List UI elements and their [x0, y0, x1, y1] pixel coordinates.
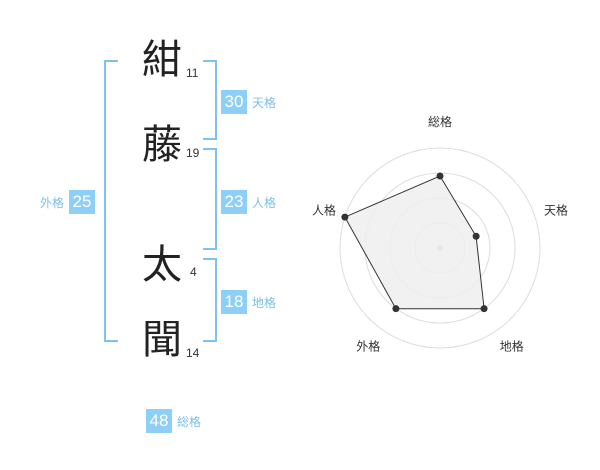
gaikaku-bracket [104, 60, 118, 342]
gaikaku-score: 外格 25 [40, 190, 96, 214]
tenkaku-value: 30 [221, 90, 247, 114]
tenkaku-score: 30 天格 [221, 90, 276, 114]
soukaku-value: 48 [146, 409, 172, 433]
soukaku-label: 総格 [177, 414, 202, 429]
gaikaku-label: 外格 [40, 195, 65, 210]
name-char-4: 聞 [142, 317, 182, 363]
chikaku-label: 地格 [252, 295, 277, 310]
radar-axis-label: 人格 [312, 202, 336, 217]
stroke-count-4: 14 [186, 346, 200, 360]
tenkaku-bracket [203, 60, 217, 140]
jinkaku-value: 23 [221, 190, 247, 214]
radar-point [472, 232, 480, 240]
radar-points [341, 172, 488, 313]
name-char-1: 紺 [142, 37, 182, 83]
jinkaku-bracket [203, 148, 217, 250]
radar-point [436, 172, 444, 180]
radar-axis-label: 外格 [356, 339, 380, 354]
radar-axis-label: 総格 [428, 114, 452, 129]
jinkaku-label: 人格 [252, 195, 277, 210]
tenkaku-label: 天格 [252, 95, 277, 110]
soukaku-score: 48 総格 [146, 409, 201, 433]
name-char-2: 藤 [142, 122, 182, 168]
chikaku-bracket [203, 258, 217, 342]
chikaku-score: 18 地格 [221, 290, 276, 314]
radar-shape [344, 175, 485, 310]
radar-axis-label: 天格 [544, 202, 568, 217]
gaikaku-value: 25 [69, 190, 96, 214]
radar-axis-label: 地格 [500, 339, 524, 354]
radar-point [480, 305, 488, 313]
stroke-count-1: 11 [186, 66, 199, 80]
name-char-3: 太 [142, 242, 182, 288]
radar-point [341, 213, 349, 221]
stroke-count-2: 19 [186, 146, 200, 160]
stroke-count-3: 4 [190, 265, 197, 279]
radar-ring [339, 147, 541, 349]
jinkaku-score: 23 人格 [221, 190, 276, 214]
radar-point [392, 305, 400, 313]
chikaku-value: 18 [221, 290, 247, 314]
